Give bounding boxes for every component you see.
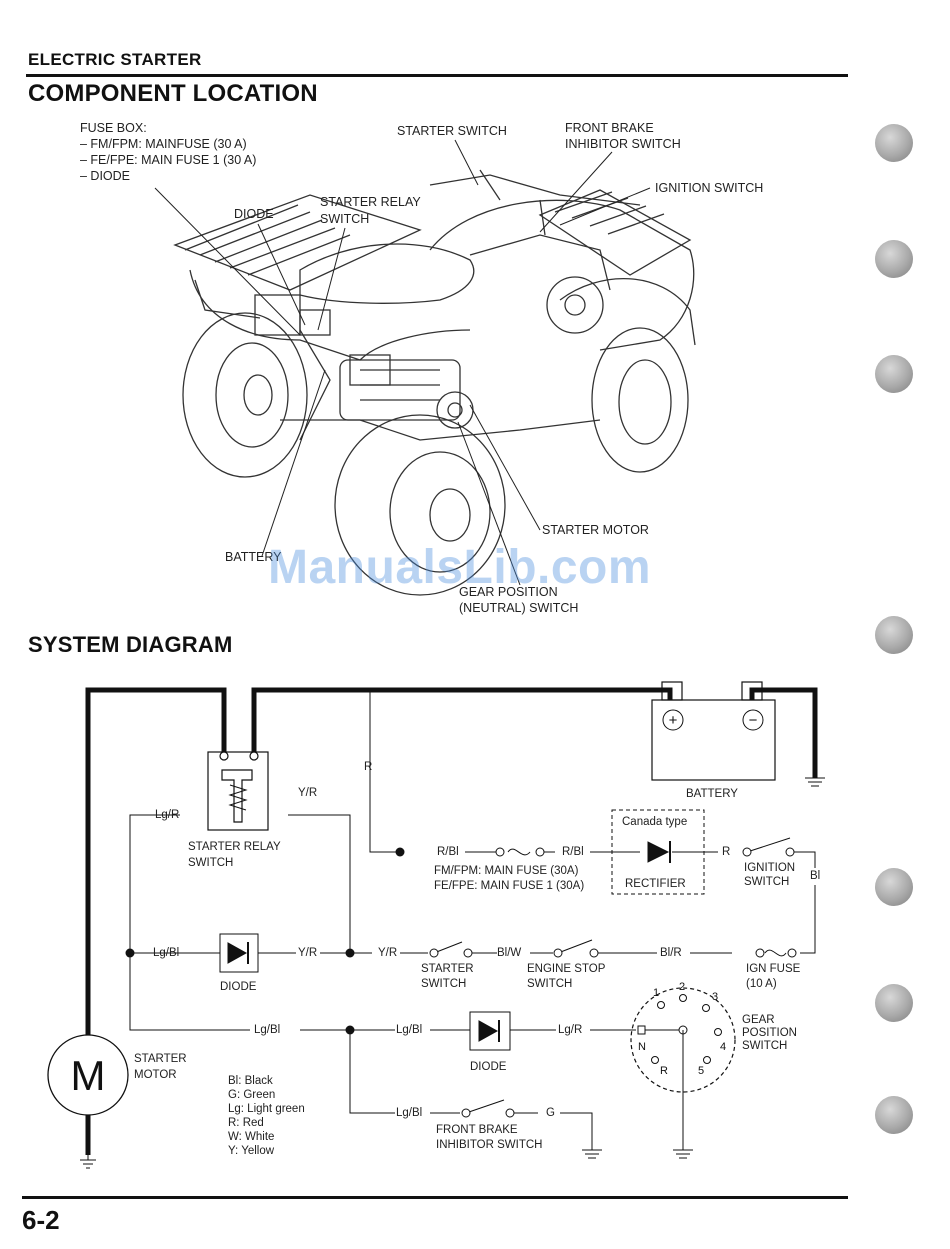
gear-pos-4: 4 [720,1041,726,1053]
legend-item: Lg: Light green [228,1103,305,1115]
section-header: ELECTRIC STARTER [28,50,202,69]
wire-label-lgbl-3: Lg/Bl [396,1024,423,1036]
wire-label-yr-3: Y/R [378,947,398,959]
wire-label-r-ign: R [722,846,731,858]
legend-item: G: Green [228,1089,276,1101]
gear-pos-3: 3 [712,991,718,1003]
thumb-tab-6 [875,984,913,1022]
wire-label-rbl-1: R/Bl [437,846,459,858]
thumb-tab-7 [875,1096,913,1134]
fuse-box-label-3: – DIODE [80,169,131,183]
page-number: 6-2 [22,1205,60,1235]
watermark: ManualsLib.com [268,541,652,594]
header-rule [26,74,848,77]
starter-relay-label-1: SWITCH [320,212,370,226]
battery-minus-terminal: − [749,712,758,729]
system-diagram-title: SYSTEM DIAGRAM [28,632,233,657]
diode1-label: DIODE [220,981,257,993]
front-brake-diagram-label-1: INHIBITOR SWITCH [436,1139,543,1151]
diode2-label: DIODE [470,1061,507,1073]
thumb-tab-1 [875,124,913,162]
atv-illustration [154,139,696,596]
legend-item: Y: Yellow [228,1145,275,1157]
front-brake-label-1: INHIBITOR SWITCH [565,137,681,151]
thumb-tab-4 [875,616,913,654]
gear-pos-r: R [660,1065,668,1077]
relay-label-1: SWITCH [188,857,234,869]
starter-switch-diagram-label-0: STARTER [421,963,474,975]
fuse-box-label-2: – FE/FPE: MAIN FUSE 1 (30 A) [80,153,257,167]
wire-label-lgr-relay: Lg/R [155,809,180,821]
battery-label: BATTERY [225,550,282,564]
ign-fuse-label-1: (10 A) [746,978,777,990]
battery-diagram-label: BATTERY [686,788,738,800]
gear-position-diagram-label-1: POSITION [742,1027,797,1039]
gear-position-diagram-label-0: GEAR [742,1014,775,1026]
gear-pos-5: 5 [698,1065,704,1077]
battery-plus-terminal: + [669,712,678,729]
front-brake-label-0: FRONT BRAKE [565,121,654,135]
ign-fuse-label-0: IGN FUSE [746,963,801,975]
starter-switch-label: STARTER SWITCH [397,124,507,138]
gear-pos-n: N [638,1041,646,1053]
ignition-switch-diagram-label-1: SWITCH [744,876,790,888]
fuse-box-label-0: FUSE BOX: [80,121,147,135]
relay-label-0: STARTER RELAY [188,841,281,853]
rectifier-label: RECTIFIER [625,878,686,890]
main-fuse-label-0: FM/FPM: MAIN FUSE (30A) [434,865,579,877]
ignition-switch-label: IGNITION SWITCH [655,181,764,195]
wire-label-r-top: R [364,761,373,773]
gear-pos-2: 2 [679,981,685,993]
ignition-switch-diagram-label-0: IGNITION [744,862,796,874]
canada-type-label: Canada type [622,816,688,828]
wire-label-lgbl-4: Lg/Bl [396,1107,423,1119]
diode-label: DIODE [234,207,274,221]
gear-pos-1: 1 [653,987,659,999]
front-brake-diagram-label-0: FRONT BRAKE [436,1124,518,1136]
component-location-title: COMPONENT LOCATION [28,80,318,107]
wire-label-blr: Bl/R [660,947,682,959]
motor-symbol: M [71,1052,106,1099]
wire-label-yr-relay: Y/R [298,787,318,799]
legend-item: Bl: Black [228,1075,273,1087]
main-fuse-label-1: FE/FPE: MAIN FUSE 1 (30A) [434,880,585,892]
starter-motor-diagram-label-0: STARTER [134,1053,187,1065]
wire-label-rbl-2: R/Bl [562,846,584,858]
engine-stop-label-0: ENGINE STOP [527,963,606,975]
legend-item: R: Red [228,1117,264,1129]
thumb-tab-3 [875,355,913,393]
starter-motor-label: STARTER MOTOR [542,523,649,537]
wire-label-bl: Bl [810,870,821,882]
starter-motor-diagram-label-1: MOTOR [134,1069,177,1081]
wire-label-lgr-2: Lg/R [558,1024,583,1036]
fuse-box-label-1: – FM/FPM: MAINFUSE (30 A) [80,137,247,151]
thumb-tab-2 [875,240,913,278]
wire-label-blw: Bl/W [497,947,522,959]
legend-item: W: White [228,1131,275,1143]
wire-label-lgbl-1: Lg/Bl [153,947,180,959]
wire-label-lgbl-2: Lg/Bl [254,1024,281,1036]
wire-label-g: G [546,1107,555,1119]
gear-position-label-1: (NEUTRAL) SWITCH [459,601,579,615]
footer-rule [22,1196,848,1199]
thumb-tab-5 [875,868,913,906]
gear-position-label-0: GEAR POSITION [459,585,558,599]
starter-relay-label-0: STARTER RELAY [320,195,421,209]
starter-switch-diagram-label-1: SWITCH [421,978,467,990]
engine-stop-label-1: SWITCH [527,978,573,990]
gear-position-diagram-label-2: SWITCH [742,1040,788,1052]
wire-label-yr-2: Y/R [298,947,318,959]
